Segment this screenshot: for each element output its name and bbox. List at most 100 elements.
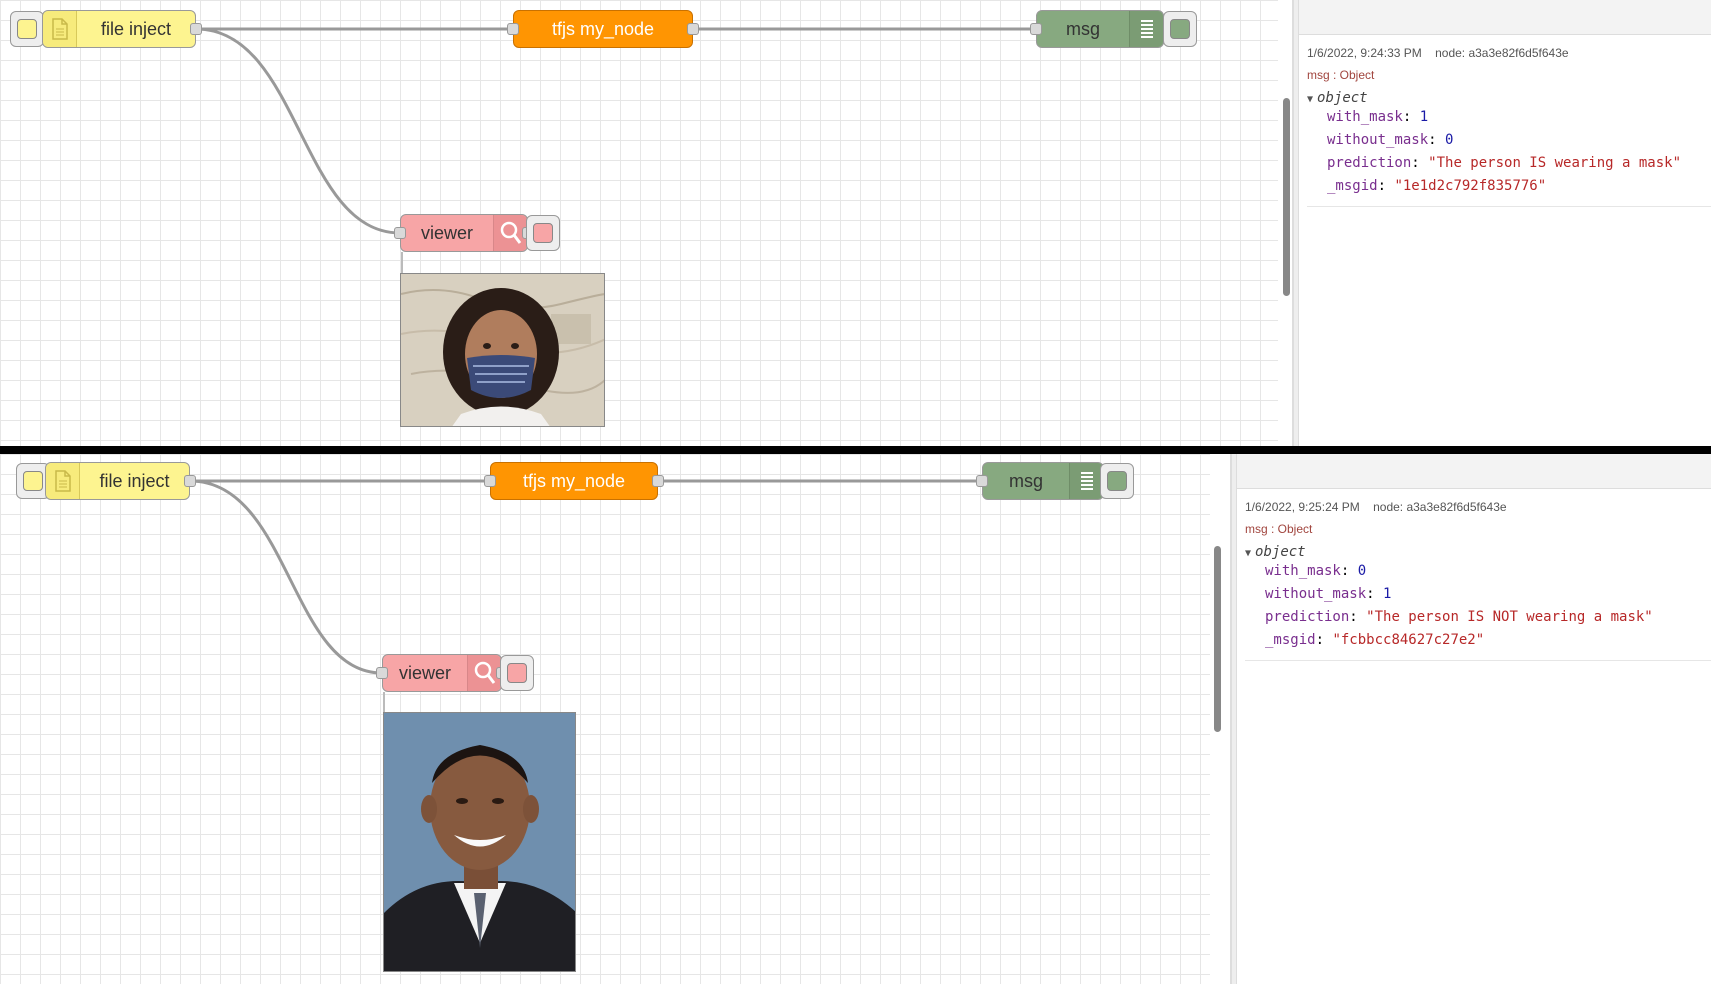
tfjs-node[interactable]: tfjs my_node xyxy=(484,462,664,500)
viewer-node-label: viewer xyxy=(420,222,473,243)
sidebar-header xyxy=(1231,454,1711,489)
inject-trigger-square xyxy=(23,471,43,491)
viewer-connector xyxy=(401,252,403,274)
tree-root[interactable]: ▼object xyxy=(1245,544,1711,560)
debug-message: 1/6/2022, 9:25:24 PM node: a3a3e82f6d5f6… xyxy=(1245,490,1711,661)
field-key: without_mask xyxy=(1265,586,1367,602)
masked-woman-photo xyxy=(401,274,604,426)
file-inject-node[interactable]: file inject xyxy=(45,462,196,500)
field-value: 0 xyxy=(1445,132,1454,148)
list-icon xyxy=(1069,463,1103,499)
debug-object-tree: ▼object with_mask: 1 without_mask: 0 pre… xyxy=(1307,90,1711,198)
viewer-toggle-square xyxy=(507,663,527,683)
inject-node-label: file inject xyxy=(100,18,172,39)
debug-timestamp: 1/6/2022, 9:24:33 PM xyxy=(1307,46,1422,60)
flow-panel-top: file inject tfjs my_node msg viewer xyxy=(0,0,1711,446)
field-value: "1e1d2c792f835776" xyxy=(1394,178,1547,194)
field-value: "fcbbcc84627c27e2" xyxy=(1332,632,1485,648)
debug-msg-type: msg : Object xyxy=(1245,522,1313,536)
input-port[interactable] xyxy=(376,667,388,679)
debug-sidebar: 1/6/2022, 9:25:24 PM node: a3a3e82f6d5f6… xyxy=(1230,454,1711,984)
tree-row: _msgid: "1e1d2c792f835776" xyxy=(1327,178,1547,194)
workspace-scrollbar[interactable] xyxy=(1283,98,1290,296)
file-inject-node[interactable]: file inject xyxy=(42,10,202,48)
inject-trigger-button[interactable] xyxy=(10,11,44,47)
inject-trigger-square xyxy=(17,19,37,39)
debug-msg-type: msg : Object xyxy=(1307,68,1375,82)
wire-inject-viewer xyxy=(189,479,383,675)
field-key: with_mask xyxy=(1327,109,1403,125)
tree-row: without_mask: 1 xyxy=(1265,586,1392,602)
tree-row: prediction: "The person IS NOT wearing a… xyxy=(1265,609,1653,625)
field-key: prediction xyxy=(1265,609,1350,625)
tree-root[interactable]: ▼object xyxy=(1307,90,1711,106)
workspace-scrollbar[interactable] xyxy=(1214,546,1221,732)
flow-wires xyxy=(195,27,1036,235)
sidebar-gutter xyxy=(1231,454,1237,984)
tfjs-node-label: tfjs my_node xyxy=(551,18,655,39)
flow-wires xyxy=(189,479,982,675)
viewer-toggle-button[interactable] xyxy=(500,655,534,691)
input-port[interactable] xyxy=(976,475,988,487)
tree-row: with_mask: 0 xyxy=(1265,563,1367,579)
field-value: 1 xyxy=(1383,586,1392,602)
viewer-image xyxy=(383,712,576,972)
input-port[interactable] xyxy=(1030,23,1042,35)
debug-node-id[interactable]: node: a3a3e82f6d5f643e xyxy=(1373,500,1507,514)
tree-row: prediction: "The person IS wearing a mas… xyxy=(1327,155,1682,171)
output-port[interactable] xyxy=(687,23,699,35)
debug-meta: 1/6/2022, 9:25:24 PM node: a3a3e82f6d5f6… xyxy=(1245,500,1711,514)
viewer-toggle-button[interactable] xyxy=(526,215,560,251)
viewer-node[interactable]: viewer xyxy=(394,214,534,252)
magnifier-icon xyxy=(467,655,501,691)
tree-root-label: object xyxy=(1255,544,1306,560)
flow-workspace[interactable]: file inject tfjs my_node msg viewer xyxy=(0,0,1278,446)
field-key: _msgid xyxy=(1265,632,1316,648)
tfjs-node[interactable]: tfjs my_node xyxy=(507,10,699,48)
tree-row: without_mask: 0 xyxy=(1327,132,1454,148)
debug-node[interactable]: msg xyxy=(1030,10,1164,48)
output-port[interactable] xyxy=(184,475,196,487)
panel-divider xyxy=(0,446,1711,454)
man-in-suit-photo xyxy=(384,713,575,971)
caret-down-icon[interactable]: ▼ xyxy=(1245,548,1252,559)
file-icon xyxy=(43,11,77,47)
debug-toggle-button[interactable] xyxy=(1163,11,1197,47)
inject-node-label: file inject xyxy=(99,470,170,491)
sidebar-gutter xyxy=(1293,0,1299,446)
output-port[interactable] xyxy=(652,475,664,487)
field-key: prediction xyxy=(1327,155,1412,171)
debug-node[interactable]: msg xyxy=(976,462,1104,500)
tree-row: _msgid: "fcbbcc84627c27e2" xyxy=(1265,632,1485,648)
field-value: 1 xyxy=(1419,109,1429,125)
input-port[interactable] xyxy=(507,23,519,35)
input-port[interactable] xyxy=(394,227,406,239)
viewer-node[interactable]: viewer xyxy=(376,654,508,692)
caret-down-icon[interactable]: ▼ xyxy=(1307,94,1314,105)
debug-toggle-button[interactable] xyxy=(1100,463,1134,499)
debug-meta: 1/6/2022, 9:24:33 PM node: a3a3e82f6d5f6… xyxy=(1307,46,1711,60)
debug-sidebar: 1/6/2022, 9:24:33 PM node: a3a3e82f6d5f6… xyxy=(1292,0,1711,446)
debug-message: 1/6/2022, 9:24:33 PM node: a3a3e82f6d5f6… xyxy=(1307,36,1711,207)
tree-row: with_mask: 1 xyxy=(1327,109,1429,125)
field-key: _msgid xyxy=(1327,178,1378,194)
viewer-toggle-square xyxy=(533,223,553,243)
debug-node-label: msg xyxy=(1065,18,1100,39)
field-value: "The person IS NOT wearing a mask" xyxy=(1366,609,1653,625)
viewer-connector xyxy=(383,692,385,712)
debug-object-tree: ▼object with_mask: 0 without_mask: 1 pre… xyxy=(1245,544,1711,652)
field-value: 0 xyxy=(1357,563,1367,579)
viewer-image xyxy=(400,273,605,427)
debug-node-id[interactable]: node: a3a3e82f6d5f643e xyxy=(1435,46,1569,60)
viewer-node-label: viewer xyxy=(398,662,451,683)
input-port[interactable] xyxy=(484,475,496,487)
field-key: with_mask xyxy=(1265,563,1341,579)
tree-root-label: object xyxy=(1317,90,1368,106)
flow-workspace[interactable]: file inject tfjs my_node msg viewer xyxy=(0,454,1210,984)
wire-inject-viewer xyxy=(195,27,401,235)
field-value: "The person IS wearing a mask" xyxy=(1428,155,1682,171)
field-key: without_mask xyxy=(1327,132,1429,148)
debug-toggle-square xyxy=(1170,19,1190,39)
file-icon xyxy=(46,463,80,499)
output-port[interactable] xyxy=(190,23,202,35)
